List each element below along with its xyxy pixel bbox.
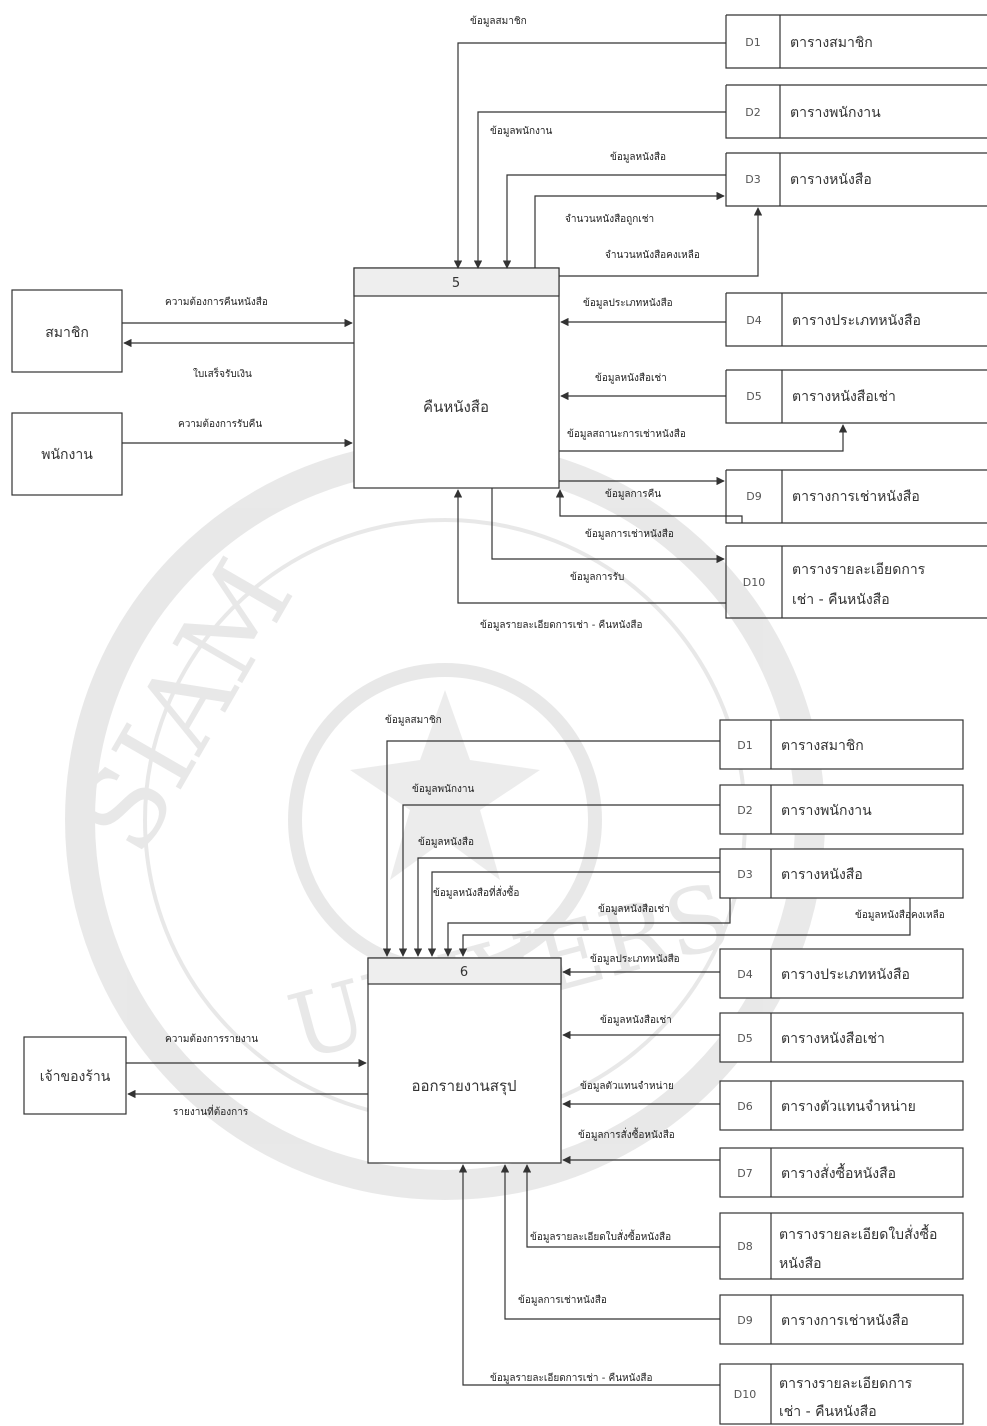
svg-text:ข้อมูลพนักงาน: ข้อมูลพนักงาน [412,783,475,795]
svg-text:ข้อมูลการเช่าหนังสือ: ข้อมูลการเช่าหนังสือ [518,1294,607,1306]
svg-text:ข้อมูลตัวแทนจำหน่าย: ข้อมูลตัวแทนจำหน่าย [580,1080,674,1092]
svg-text:ใบเสร็จรับเงิน: ใบเสร็จรับเงิน [193,366,252,380]
svg-text:ตารางรายละเอียดใบสั่งซื้อ: ตารางรายละเอียดใบสั่งซื้อ [779,1224,937,1243]
svg-text:ข้อมูลหนังสือเช่า: ข้อมูลหนังสือเช่า [600,1014,672,1026]
svg-text:ความต้องการคืนหนังสือ: ความต้องการคืนหนังสือ [165,296,268,308]
svg-text:ข้อมูลรายละเอียดการเช่า - คืนห: ข้อมูลรายละเอียดการเช่า - คืนหนังสือ [480,619,642,631]
svg-text:ข้อมูลการสั่งซื้อหนังสือ: ข้อมูลการสั่งซื้อหนังสือ [578,1127,675,1141]
entity-member: สมาชิก [11,289,123,373]
store-p6-d1: D1 ตารางสมาชิก [719,719,964,770]
svg-text:เจ้าของร้าน: เจ้าของร้าน [40,1069,111,1085]
store-p6-d8: D8 ตารางรายละเอียดใบสั่งซื้อ หนังสือ [719,1212,964,1280]
svg-text:D2: D2 [745,106,760,119]
svg-text:D8: D8 [737,1240,752,1253]
process-6-box: 6 ออกรายงานสรุป [367,957,562,1164]
svg-text:ข้อมูลสมาชิก: ข้อมูลสมาชิก [470,15,527,27]
svg-text:คืนหนังสือ: คืนหนังสือ [423,398,489,416]
store-p6-d10: D10 ตารางรายละเอียดการ เช่า - คืนหนังสือ [719,1363,964,1425]
svg-text:ตารางรายละเอียดการ: ตารางรายละเอียดการ [779,1376,913,1392]
entity-owner: เจ้าของร้าน [23,1036,127,1115]
svg-text:ข้อมูลประเภทหนังสือ: ข้อมูลประเภทหนังสือ [590,953,680,965]
svg-text:ตารางพนักงาน: ตารางพนักงาน [781,803,872,819]
svg-text:D1: D1 [745,36,760,49]
svg-text:จำนวนหนังสือคงเหลือ: จำนวนหนังสือคงเหลือ [605,249,700,261]
svg-text:6: 6 [460,965,468,980]
svg-text:ข้อมูลหนังสือเช่า: ข้อมูลหนังสือเช่า [598,903,670,915]
svg-text:ข้อมูลรายละเอียดการเช่า - คืนห: ข้อมูลรายละเอียดการเช่า - คืนหนังสือ [490,1372,652,1384]
svg-text:ตารางตัวแทนจำหน่าย: ตารางตัวแทนจำหน่าย [781,1099,916,1115]
store-p6-d7: D7 ตารางสั่งซื้อหนังสือ [719,1147,964,1198]
store-p5-d2: D2 ตารางพนักงาน [725,84,987,139]
svg-text:ตารางหนังสือเช่า: ตารางหนังสือเช่า [792,389,896,405]
svg-text:ตารางหนังสือเช่า: ตารางหนังสือเช่า [781,1031,885,1047]
svg-text:ตารางสมาชิก: ตารางสมาชิก [781,738,864,754]
svg-text:จำนวนหนังสือถูกเช่า: จำนวนหนังสือถูกเช่า [565,213,654,225]
svg-text:5: 5 [452,276,460,291]
store-p5-d1: D1 ตารางสมาชิก [725,14,987,69]
svg-text:D4: D4 [737,968,752,981]
store-p6-d3: D3 ตารางหนังสือ [719,848,964,899]
svg-text:D4: D4 [746,314,761,327]
process-5-box: 5 คืนหนังสือ [353,267,560,489]
svg-text:ข้อมูลสมาชิก: ข้อมูลสมาชิก [385,714,442,726]
store-p6-d5: D5 ตารางหนังสือเช่า [719,1012,964,1063]
svg-text:D2: D2 [737,804,752,817]
svg-text:ข้อมูลหนังสือเช่า: ข้อมูลหนังสือเช่า [595,372,667,384]
svg-text:รายงานที่ต้องการ: รายงานที่ต้องการ [173,1104,249,1118]
svg-text:ความต้องการรับคืน: ความต้องการรับคืน [178,418,262,430]
svg-text:พนักงาน: พนักงาน [41,447,93,463]
store-p6-d6: D6 ตารางตัวแทนจำหน่าย [719,1080,964,1131]
svg-text:หนังสือ: หนังสือ [779,1256,822,1272]
svg-text:ตารางสมาชิก: ตารางสมาชิก [790,35,873,51]
svg-text:เช่า - คืนหนังสือ: เช่า - คืนหนังสือ [779,1404,877,1420]
svg-text:ข้อมูลหนังสือ: ข้อมูลหนังสือ [418,836,474,848]
svg-text:D5: D5 [746,390,761,403]
svg-text:ข้อมูลสถานะการเช่าหนังสือ: ข้อมูลสถานะการเช่าหนังสือ [567,428,686,440]
svg-text:ตารางการเช่าหนังสือ: ตารางการเช่าหนังสือ [781,1313,909,1329]
svg-text:ตารางสั่งซื้อหนังสือ: ตารางสั่งซื้อหนังสือ [781,1163,896,1182]
svg-text:ตารางหนังสือ: ตารางหนังสือ [790,172,872,188]
svg-text:ข้อมูลการเช่าหนังสือ: ข้อมูลการเช่าหนังสือ [585,528,674,540]
svg-text:ตารางรายละเอียดการ: ตารางรายละเอียดการ [792,562,926,578]
store-p5-d3: D3 ตารางหนังสือ [725,152,987,207]
svg-text:ข้อมูลรายละเอียดใบสั่งซื้อหนัง: ข้อมูลรายละเอียดใบสั่งซื้อหนังสือ [530,1229,671,1243]
svg-text:สมาชิก: สมาชิก [45,325,89,341]
svg-text:D6: D6 [737,1100,752,1113]
flows-process-5: ข้อมูลสมาชิก ข้อมูลพนักงาน ข้อมูลหนังสือ… [122,15,848,631]
store-p6-d2: D2 ตารางพนักงาน [719,784,964,835]
svg-text:ตารางการเช่าหนังสือ: ตารางการเช่าหนังสือ [792,489,920,505]
svg-text:ตารางพนักงาน: ตารางพนักงาน [790,105,881,121]
svg-text:ออกรายงานสรุป: ออกรายงานสรุป [411,1077,516,1096]
svg-text:ตารางหนังสือ: ตารางหนังสือ [781,867,863,883]
svg-text:ความต้องการรายงาน: ความต้องการรายงาน [165,1033,258,1045]
svg-text:ตารางประเภทหนังสือ: ตารางประเภทหนังสือ [781,967,910,983]
store-p6-d4: D4 ตารางประเภทหนังสือ [719,948,964,999]
svg-text:D3: D3 [737,868,752,881]
svg-text:D7: D7 [737,1167,752,1180]
store-p5-d5: D5 ตารางหนังสือเช่า [725,369,987,424]
svg-text:ข้อมูลหนังสือ: ข้อมูลหนังสือ [610,151,666,163]
svg-text:D10: D10 [734,1388,756,1401]
svg-text:ข้อมูลพนักงาน: ข้อมูลพนักงาน [490,125,553,137]
svg-text:D1: D1 [737,739,752,752]
svg-text:ข้อมูลหนังสือคงเหลือ: ข้อมูลหนังสือคงเหลือ [855,909,945,921]
store-p5-d4: D4 ตารางประเภทหนังสือ [725,292,987,347]
store-p6-d9: D9 ตารางการเช่าหนังสือ [719,1294,964,1345]
entity-employee: พนักงาน [11,412,123,496]
svg-text:D3: D3 [745,173,760,186]
flows-process-6: ข้อมูลสมาชิก ข้อมูลพนักงาน ข้อมูลหนังสือ… [126,714,945,1386]
svg-text:ข้อมูลหนังสือที่สั่งซื้อ: ข้อมูลหนังสือที่สั่งซื้อ [433,885,519,899]
svg-text:D9: D9 [746,490,761,503]
svg-text:D5: D5 [737,1032,752,1045]
svg-text:D9: D9 [737,1314,752,1327]
svg-text:ข้อมูลการรับ: ข้อมูลการรับ [570,571,624,583]
svg-text:เช่า - คืนหนังสือ: เช่า - คืนหนังสือ [792,592,890,608]
svg-text:ข้อมูลประเภทหนังสือ: ข้อมูลประเภทหนังสือ [583,297,673,309]
svg-text:ตารางประเภทหนังสือ: ตารางประเภทหนังสือ [792,313,921,329]
svg-text:D10: D10 [743,576,765,589]
store-p5-d10: D10 ตารางรายละเอียดการ เช่า - คืนหนังสือ [725,545,987,619]
store-p5-d9: D9 ตารางการเช่าหนังสือ [725,469,987,524]
svg-text:ข้อมูลการคืน: ข้อมูลการคืน [605,488,661,500]
